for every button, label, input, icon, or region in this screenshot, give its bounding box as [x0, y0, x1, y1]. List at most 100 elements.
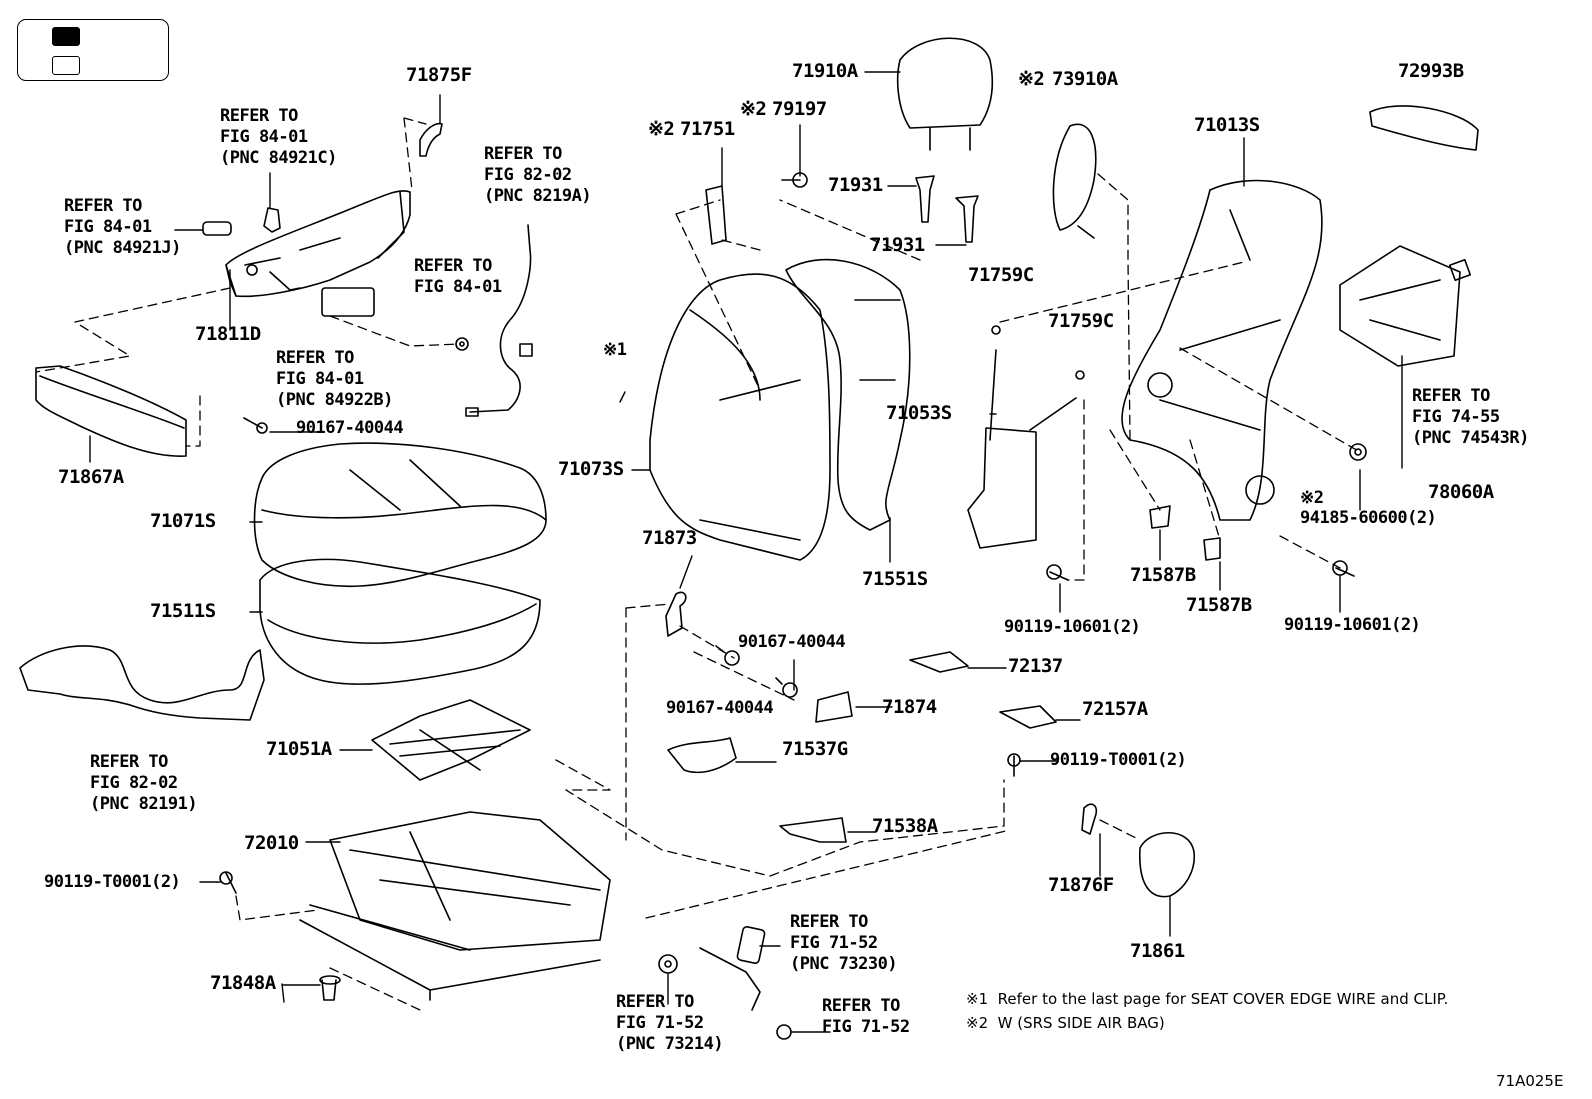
cover-seam — [689, 309, 801, 541]
screw-90167-40044 — [243, 417, 268, 434]
part-label: 79197 — [772, 98, 827, 120]
nut-73214 — [658, 954, 678, 974]
cover-seam — [261, 504, 547, 521]
back-cover-71073S — [649, 273, 831, 561]
part-label: 72137 — [1008, 655, 1063, 677]
recliner-hub — [1245, 475, 1275, 505]
part-label: 72157A — [1082, 698, 1148, 720]
part-label: 72010 — [244, 832, 299, 854]
footnote-2: ※2 W (SRS SIDE AIR BAG) — [966, 1014, 1165, 1032]
refer-to-label: REFER TO FIG 84-01 (PNC 84921J) — [64, 196, 181, 258]
part-label: 71073S — [558, 458, 624, 480]
mark-note: ※2 — [1018, 68, 1045, 90]
part-label: 90119-T0001(2) — [1050, 750, 1187, 770]
frame-rail — [299, 919, 601, 1001]
bolt-84-01 — [455, 337, 469, 351]
refer-to-label: REFER TO FIG 84-01 — [414, 256, 502, 297]
buckle-head — [736, 926, 766, 964]
bracket-71873 — [665, 591, 687, 637]
bracket-71751 — [705, 185, 727, 245]
legend-empty-swatch — [52, 56, 80, 75]
part-label: 71013S — [1194, 114, 1260, 136]
refer-to-label: REFER TO FIG 82-02 (PNC 8219A) — [484, 144, 592, 206]
slide-switch — [202, 221, 232, 236]
part-label: 90119-10601(2) — [1004, 617, 1141, 637]
bracket-71874 — [815, 691, 853, 723]
harness-82191 — [19, 645, 265, 721]
part-label: 71876F — [1048, 874, 1114, 896]
part-label: 71811D — [195, 323, 261, 345]
guide-71931-b — [955, 195, 979, 243]
bolt-71848A — [319, 975, 341, 1001]
part-label: 72993B — [1398, 60, 1464, 82]
bracket-71537G — [667, 737, 737, 774]
legend-filled-swatch — [52, 27, 80, 46]
part-label: 71848A — [210, 972, 276, 994]
part-label: 78060A — [1428, 481, 1494, 503]
pad-seam — [267, 603, 537, 644]
part-label: 71751 — [680, 118, 735, 140]
bolt-71-52 — [776, 1024, 792, 1040]
mark-note: ※2 — [648, 118, 675, 140]
pad-74543R — [1448, 258, 1472, 282]
airbag-lead — [1077, 225, 1095, 239]
bracket-71538A — [779, 817, 847, 843]
frame-detail — [349, 831, 601, 921]
refer-to-label: REFER TO FIG 74-55 (PNC 74543R) — [1412, 386, 1529, 448]
bolt-90119-10601-a — [1046, 564, 1069, 581]
side-shield-part — [225, 190, 411, 317]
part-label: 71861 — [1130, 940, 1185, 962]
refer-to-label: REFER TO FIG 71-52 — [822, 996, 910, 1037]
part-label: 90167-40044 — [738, 632, 846, 652]
part-label: 71511S — [150, 600, 216, 622]
cover-edge — [39, 375, 185, 429]
part-label: 73910A — [1052, 68, 1118, 90]
part-label: 71538A — [872, 815, 938, 837]
part-label: 71587B — [1186, 594, 1252, 616]
clip-71759C-a — [991, 325, 1001, 335]
footnote-1: ※1 Refer to the last page for SEAT COVER… — [966, 990, 1449, 1008]
cover-71587B-b — [1203, 537, 1221, 561]
seat-frame-72010 — [329, 811, 611, 951]
cover-71587B-a — [1149, 505, 1171, 529]
part-label: 71931 — [870, 234, 925, 256]
knob-71861 — [1139, 831, 1195, 898]
part-label: 90119-T0001(2) — [44, 872, 181, 892]
bolt-79197 — [781, 172, 808, 188]
cover-71876F — [1081, 803, 1098, 835]
guide-71931-a — [915, 175, 935, 223]
part-label: 71931 — [828, 174, 883, 196]
cover-71875F — [419, 122, 443, 157]
part-label: 71875F — [406, 64, 472, 86]
bolt-90119-10601-b — [1332, 560, 1355, 577]
back-frame-71013S — [1121, 179, 1323, 521]
recliner-hub — [1147, 372, 1173, 398]
harness-8219A — [469, 224, 532, 413]
spring-71051A — [371, 699, 531, 781]
cover-seam — [349, 459, 461, 511]
recline-knob — [263, 207, 281, 233]
part-label: 71071S — [150, 510, 216, 532]
part-label: 71910A — [792, 60, 858, 82]
part-label: 71867A — [58, 466, 124, 488]
refer-to-label: REFER TO FIG 71-52 (PNC 73214) — [616, 992, 724, 1054]
connector — [465, 407, 479, 417]
lumbar-cables — [989, 349, 1077, 441]
nut-94185-60600 — [1349, 443, 1367, 461]
refer-to-label: REFER TO FIG 84-01 (PNC 84921C) — [220, 106, 337, 168]
front-cover-71867A — [35, 365, 187, 457]
part-label: 71759C — [1048, 310, 1114, 332]
figure-code: 71A025E — [1496, 1072, 1564, 1090]
mark-note: ※2 — [740, 98, 767, 120]
part-label: 71551S — [862, 568, 928, 590]
refer-to-label: REFER TO FIG 84-01 (PNC 84922B) — [276, 348, 393, 410]
lumbar-71053S — [967, 427, 1037, 549]
leader-lines — [89, 71, 1403, 1033]
legend-box — [17, 19, 169, 81]
part-label: 94185-60600(2) — [1300, 508, 1437, 528]
mark-note: ※2 — [1300, 488, 1324, 508]
mark-note: ※1 — [603, 340, 627, 360]
board-detail — [1359, 279, 1441, 341]
